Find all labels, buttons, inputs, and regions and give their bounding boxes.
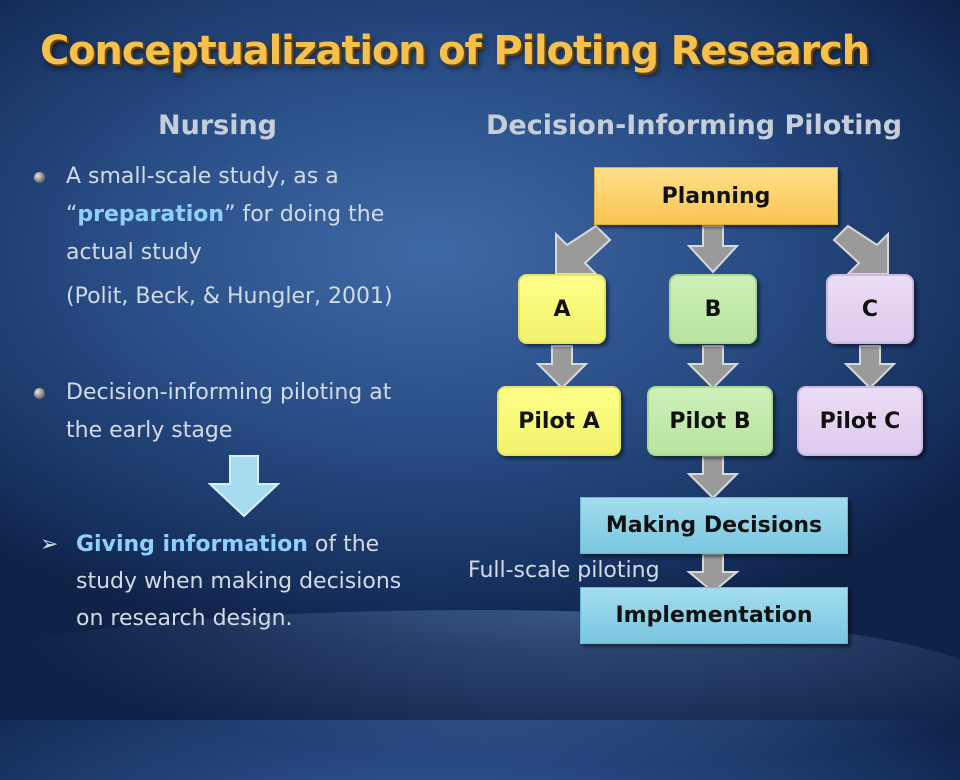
- bullet-1: A small-scale study, as a “preparation” …: [66, 158, 456, 316]
- citation: (Polit, Beck, & Hungler, 2001): [66, 284, 393, 309]
- bullet-2-line-2: the early stage: [66, 418, 233, 443]
- bullet-2: Decision-informing piloting at the early…: [66, 374, 456, 450]
- implementation-box: Implementation: [580, 587, 848, 644]
- arrow-decisions-to-implementation-icon: [686, 553, 740, 594]
- big-down-arrow-icon: [207, 455, 281, 518]
- bullet-1-line-2: “preparation” for doing the: [66, 196, 456, 234]
- sub-bullet-line-2: study when making decisions: [76, 569, 402, 594]
- bullet-2-line-1: Decision-informing piloting at: [66, 380, 392, 405]
- bullet-1-line-3: actual study: [66, 240, 202, 265]
- arrow-c-to-pilot-c-icon: [843, 345, 897, 390]
- sub-bullet-line-3: on research design.: [76, 606, 293, 631]
- sub-bullet-line-1-rest: of the: [307, 532, 380, 557]
- pilot-a-box: Pilot A: [497, 386, 621, 456]
- slide-title: Conceptualization of Piloting Research: [40, 28, 870, 74]
- arrow-a-to-pilot-a-icon: [535, 345, 589, 390]
- arrow-planning-to-b-icon: [686, 225, 740, 274]
- decision-informing-heading: Decision-Informing Piloting: [486, 110, 903, 141]
- pilot-b-box: Pilot B: [647, 386, 773, 456]
- bullet-1-marker: [34, 172, 45, 183]
- full-scale-piloting-label: Full-scale piloting: [468, 558, 660, 583]
- nursing-heading: Nursing: [158, 110, 278, 141]
- arrow-b-to-pilot-b-icon: [686, 345, 740, 390]
- bullet-1-line-1: A small-scale study, as a: [66, 164, 339, 189]
- arrow-pilot-b-to-decisions-icon: [686, 455, 740, 500]
- preparation-highlight: preparation: [77, 202, 225, 227]
- planning-box: Planning: [594, 167, 838, 225]
- option-a-box: A: [518, 274, 606, 344]
- making-decisions-box: Making Decisions: [580, 497, 848, 554]
- sub-bullet: ➢ Giving information of the study when ma…: [40, 526, 460, 637]
- open-quote: “: [66, 202, 78, 227]
- option-b-box: B: [669, 274, 757, 344]
- giving-information-highlight: Giving information: [76, 532, 308, 557]
- pilot-c-box: Pilot C: [797, 386, 923, 456]
- bullet-1-line-2-rest: ” for doing the: [224, 202, 385, 227]
- arrow-bullet-icon: ➢: [40, 532, 59, 557]
- arrow-planning-to-a-icon: [555, 224, 612, 275]
- option-c-box: C: [826, 274, 914, 344]
- bullet-2-marker: [34, 388, 45, 399]
- arrow-planning-to-c-icon: [832, 224, 889, 275]
